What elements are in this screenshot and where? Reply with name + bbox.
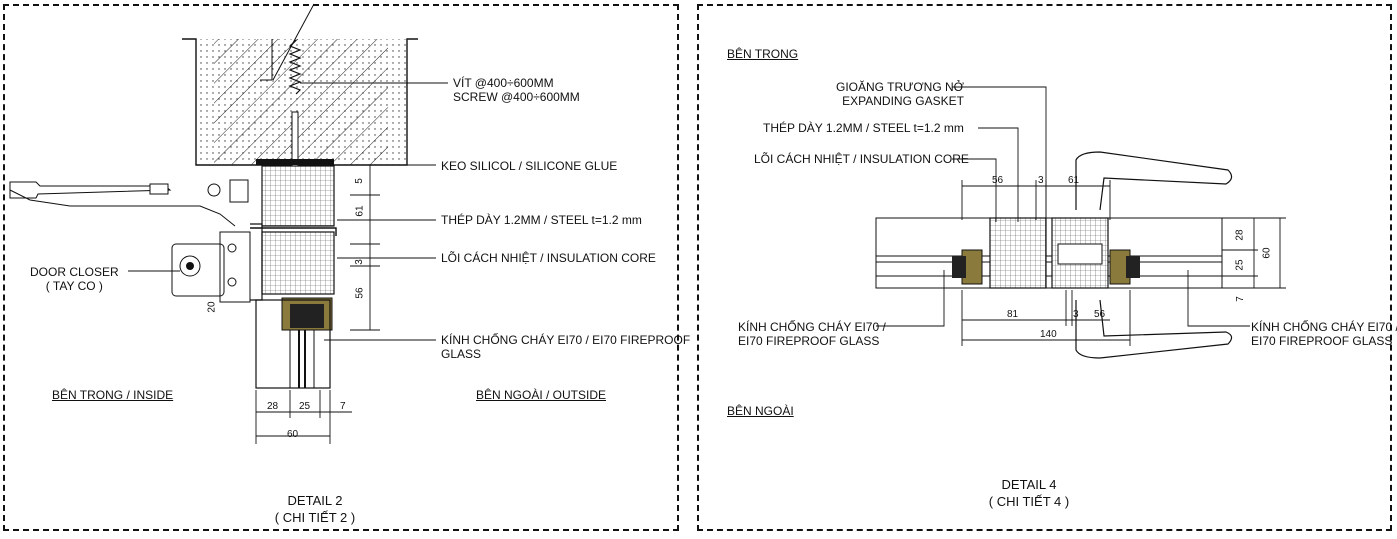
d4-dim-3-bottom: 3 [1073,309,1079,320]
d4-dim-56-bottom: 56 [1094,309,1106,320]
dim-3: 3 [353,259,365,265]
handle [1075,151,1233,359]
d4-outside-label: BÊN NGOÀI [727,404,794,418]
steel-label: THÉP DÀY 1.2MM / STEEL t=1.2 mm [441,213,642,227]
detail-4-panel [697,4,1392,531]
detail-4-dims [961,180,1286,346]
detail-2-panel [3,4,679,531]
detail-2-dim-horizontal [255,390,352,444]
detail-4-leaders [876,86,1250,327]
dim-60: 60 [287,429,299,440]
dim-28: 28 [267,401,279,412]
d4-dim-28: 28 [1234,229,1246,241]
d4-dim-56-top: 56 [992,175,1004,186]
d4-dim-61-top: 61 [1068,175,1080,186]
core-left [989,217,1047,289]
dim-7: 7 [340,401,346,412]
detail-2-dim-vertical [350,164,380,331]
d4-dim-3-top: 3 [1038,175,1044,186]
inside-label: BÊN TRONG / INSIDE [52,388,174,402]
detail-4-glass [875,217,1223,289]
dim-56: 56 [354,287,366,299]
frame-profile [250,165,337,301]
d4-steel-label: THÉP DÀY 1.2MM / STEEL t=1.2 mm [763,121,964,135]
silicone-glue-strip [256,159,334,165]
d4-dim-60: 60 [1261,247,1273,259]
d4-glass-left-label: KÍNH CHỐNG CHÁY EI70 /EI70 FIREPROOF GLA… [738,320,886,348]
dim-61: 61 [354,205,366,217]
concrete-wall [182,38,418,166]
door-closer-label: DOOR CLOSER( TAY CO ) [30,265,119,293]
d4-dim-140: 140 [1040,329,1057,340]
d4-inside-label: BÊN TRONG [727,47,799,61]
dim-25: 25 [299,401,311,412]
d4-dim-25: 25 [1234,259,1246,271]
detail-2-drawing [9,3,448,444]
door-closer [9,179,251,303]
dim-20: 20 [206,301,218,313]
d4-dim-81: 81 [1007,309,1019,320]
d4-dim-7: 7 [1234,296,1246,302]
glue-label: KEO SILICOL / SILICONE GLUE [441,159,618,173]
detail-4-drawing [875,86,1286,359]
detail-4-caption: DETAIL 4( CHI TIẾT 4 ) [988,477,1070,509]
detail-2-caption: DETAIL 2( CHI TIẾT 2 ) [274,493,356,525]
core-label: LÕI CÁCH NHIỆT / INSULATION CORE [441,251,656,265]
d4-core-label: LÕI CÁCH NHIỆT / INSULATION CORE [754,152,969,166]
outside-label: BÊN NGOÀI / OUTSIDE [476,388,607,402]
fire-glass [255,297,333,389]
detail-2-leaders [128,82,448,341]
dim-5: 5 [353,178,365,184]
d4-glass-right-label: KÍNH CHỐNG CHÁY EI70 /EI70 FIREPROOF GLA… [1251,320,1397,348]
